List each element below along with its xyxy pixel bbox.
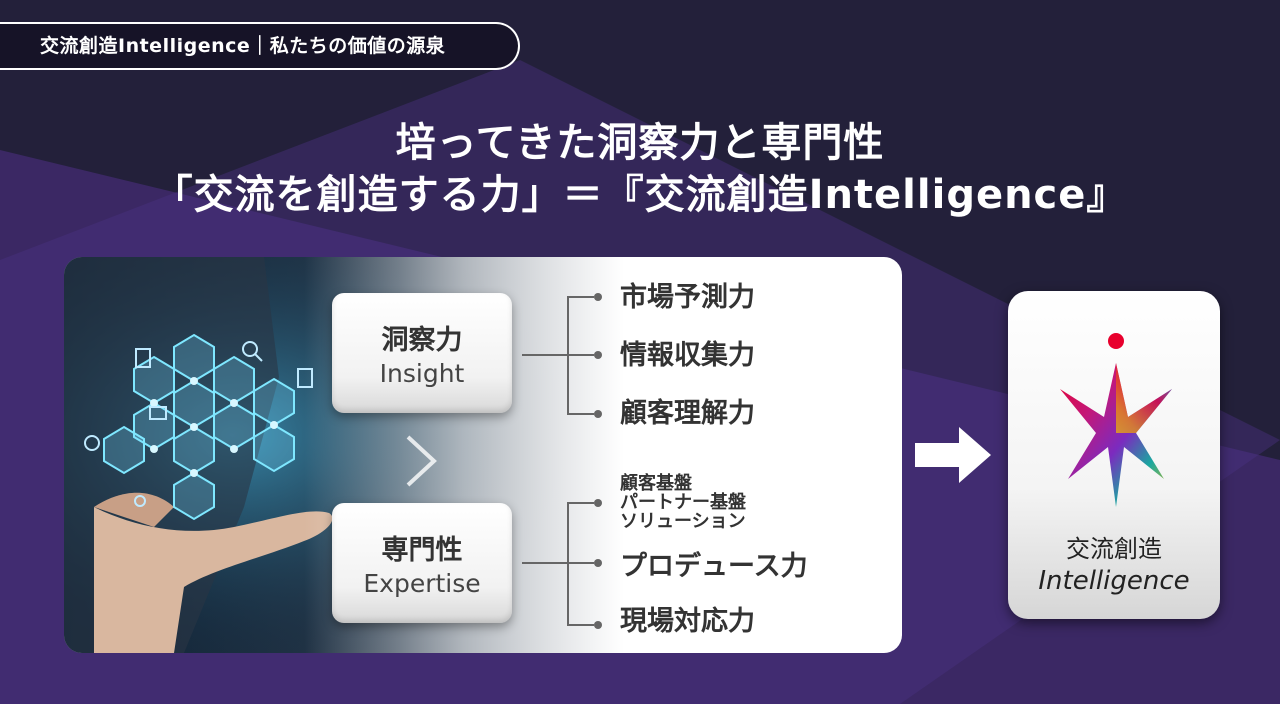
insight-item-2: 情報収集力 bbox=[620, 340, 755, 371]
expertise-small-item-3: ソリューション bbox=[620, 511, 746, 532]
expertise-card-subtitle: Expertise bbox=[363, 569, 481, 598]
expertise-small-item-1: 顧客基盤 bbox=[620, 473, 692, 494]
expertise-small-item-2: パートナー基盤 bbox=[620, 492, 746, 513]
insight-card-title: 洞察力 bbox=[381, 325, 463, 356]
insight-card: 洞察力 Insight bbox=[332, 293, 512, 413]
right-arrow-icon bbox=[915, 427, 991, 483]
insight-item-3: 顧客理解力 bbox=[620, 398, 755, 429]
expertise-card-title: 専門性 bbox=[381, 535, 463, 566]
expertise-card: 専門性 Expertise bbox=[332, 503, 512, 623]
main-panel: 洞察力 Insight 専門性 Expertise 市場予測力 情報収集力 顧客… bbox=[64, 257, 902, 653]
insight-item-1: 市場予測力 bbox=[620, 282, 755, 313]
section-tag: 交流創造Intelligence｜私たちの価値の源泉 bbox=[0, 22, 520, 70]
headline-line-2: 「交流を創造する力」＝『交流創造Intelligence』 bbox=[152, 172, 1128, 218]
connector-lines bbox=[522, 293, 602, 629]
logo-subtitle: Intelligence bbox=[1038, 566, 1190, 596]
headline-line-1: 培ってきた洞察力と専門性 bbox=[395, 120, 885, 166]
logo-title: 交流創造 bbox=[1066, 535, 1162, 563]
expertise-item-produce: プロデュース力 bbox=[620, 551, 808, 582]
logo-card: 交流創造 Intelligence bbox=[1008, 291, 1220, 619]
insight-card-subtitle: Insight bbox=[379, 359, 465, 388]
expertise-item-onsite: 現場対応力 bbox=[620, 606, 755, 637]
star-logo-icon bbox=[1060, 333, 1172, 507]
